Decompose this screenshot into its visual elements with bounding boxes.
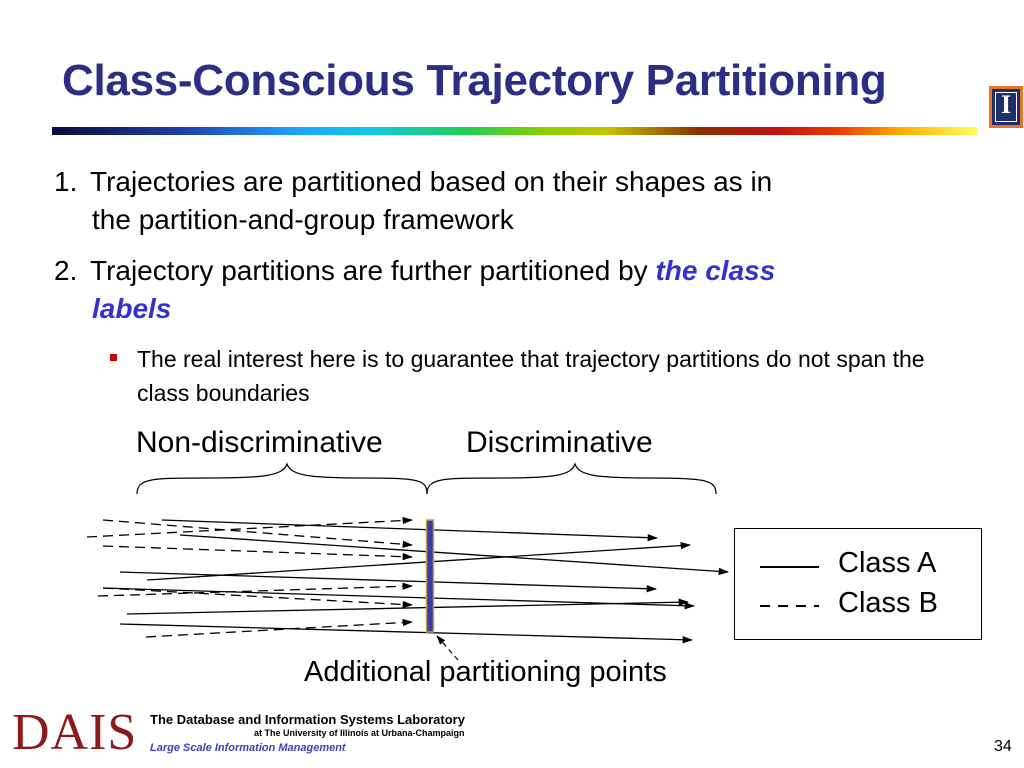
trajectory-b-5	[102, 587, 414, 609]
legend-label-class-b: Class B	[838, 587, 938, 619]
list-item-2-number: 2.	[54, 255, 78, 286]
trajectory-b-2	[86, 516, 414, 538]
lab-tagline: Large Scale Information Management	[150, 742, 346, 754]
list-item-1-number: 1.	[54, 166, 78, 197]
trajectory-a-6	[126, 598, 690, 615]
sub-bullet-marker	[110, 354, 117, 361]
trajectory-b-1	[102, 519, 414, 548]
legend-swatches	[760, 566, 819, 607]
trajectory-a-5	[102, 587, 696, 610]
trajectory-a-3	[146, 541, 692, 581]
list-item-1: 1. Trajectories are partitioned based on …	[54, 163, 954, 239]
annotation-label: Additional partitioning points	[304, 656, 667, 688]
trajectory-a-1	[161, 519, 659, 542]
class-b-trajectories	[86, 516, 414, 638]
list-item-2-line1: Trajectory partitions are further partit…	[90, 255, 656, 286]
illinois-logo-letter: I	[1000, 90, 1012, 119]
partitioning-bar	[425, 519, 435, 633]
trajectory-b-3	[102, 545, 414, 561]
brace-discriminative	[426, 462, 717, 495]
lab-name: The Database and Information Systems Lab…	[150, 712, 465, 727]
trajectory-b-6	[145, 618, 414, 638]
list-item-2-emphasis-cont: labels	[92, 293, 172, 324]
label-non-discriminative: Non-discriminative	[136, 426, 383, 459]
slide-title: Class-Conscious Trajectory Partitioning	[62, 56, 887, 105]
brace-non-discriminative	[136, 462, 428, 495]
list-item-2-emphasis: the class	[655, 255, 776, 286]
page-number: 34	[994, 738, 1012, 755]
university-name: at The University of Illinois at Urbana-…	[254, 728, 465, 738]
class-a-trajectories	[102, 519, 730, 644]
list-item-1-line2: the partition-and-group framework	[92, 204, 514, 235]
sub-bullet-text: The real interest here is to guarantee t…	[137, 346, 925, 406]
legend-label-class-a: Class A	[838, 547, 937, 579]
trajectory-b-4	[97, 582, 414, 597]
illinois-logo: I	[989, 86, 1023, 128]
dais-logo: DAIS	[12, 704, 138, 761]
trajectory-a-4	[119, 571, 658, 593]
title-divider	[52, 127, 977, 135]
label-discriminative: Discriminative	[466, 426, 653, 459]
list-item-2: 2. Trajectory partitions are further part…	[54, 252, 954, 328]
list-item-1-line1: Trajectories are partitioned based on th…	[90, 166, 773, 197]
legend: Class A Class B	[734, 528, 982, 640]
trajectory-a-2	[179, 534, 730, 576]
trajectory-a-7	[119, 623, 694, 644]
